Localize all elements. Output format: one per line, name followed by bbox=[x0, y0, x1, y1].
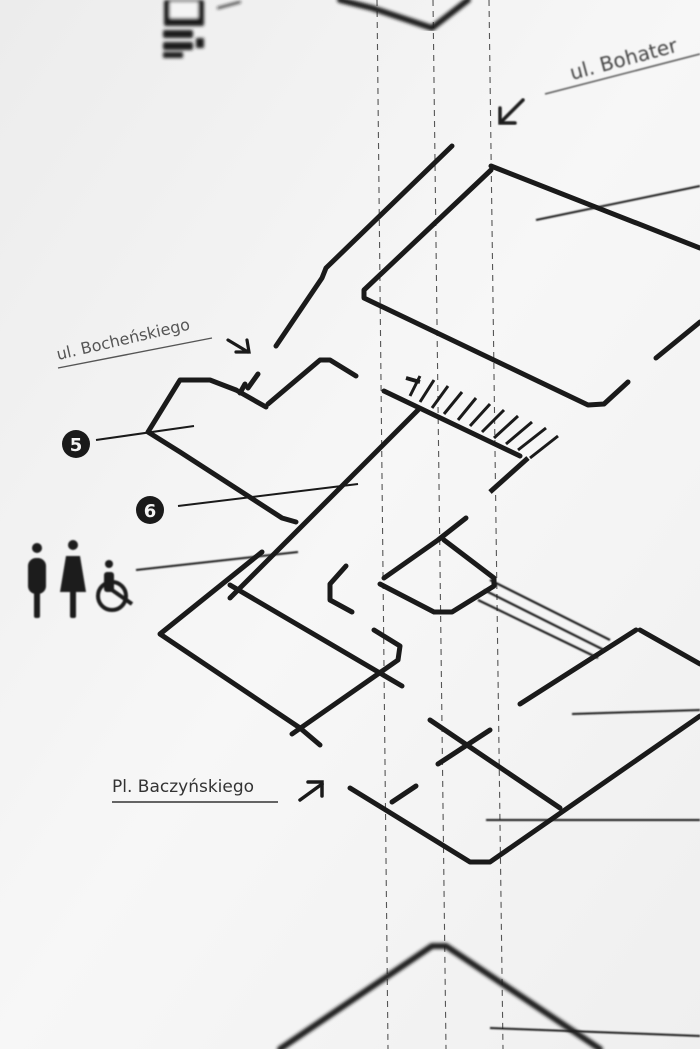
svg-text:6: 6 bbox=[144, 501, 157, 522]
entrance-arrow-icon bbox=[226, 338, 251, 354]
male-toilet-icon bbox=[28, 543, 46, 618]
wheelchair-accessible-icon bbox=[96, 560, 134, 612]
marker-5: 5 bbox=[62, 425, 195, 458]
atm-kiosk-icon bbox=[163, 0, 204, 58]
svg-text:Pl. Baczyńskiego: Pl. Baczyńskiego bbox=[112, 777, 254, 797]
entrance-arrow-icon bbox=[498, 98, 525, 125]
street-label-baczynskiego: Pl. Baczyńskiego bbox=[112, 777, 278, 803]
bottom-floor-fragment bbox=[277, 943, 603, 1049]
top-floor-fragment bbox=[217, 0, 471, 31]
escalator-lines bbox=[477, 579, 611, 659]
stairs-hatch bbox=[405, 375, 559, 494]
main-floor-plan bbox=[145, 143, 700, 865]
entrance-arrow-icon bbox=[298, 780, 324, 802]
right-leader-lines bbox=[486, 185, 700, 1037]
female-toilet-icon bbox=[60, 540, 86, 618]
svg-text:5: 5 bbox=[70, 435, 83, 456]
marker-6: 6 bbox=[136, 483, 359, 524]
restroom-icons bbox=[28, 540, 299, 618]
vertical-guide-lines bbox=[376, 0, 504, 1049]
